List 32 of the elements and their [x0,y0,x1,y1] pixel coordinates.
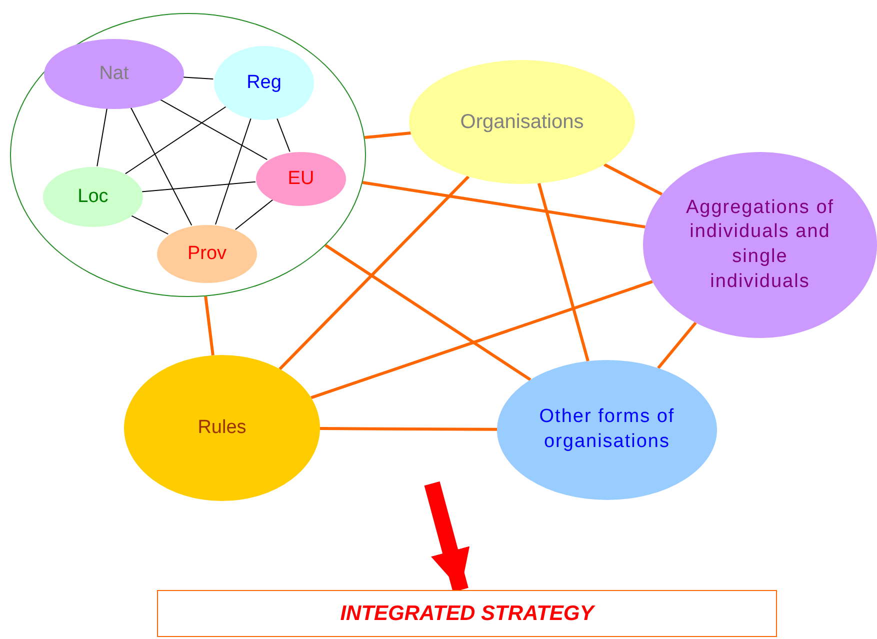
group-ellipse [10,13,366,297]
strategy-banner: INTEGRATED STRATEGY [157,590,777,637]
connector-line [130,106,192,226]
connector-line [364,132,411,140]
connector-line [362,181,646,228]
connector-line [310,280,653,400]
oval-node: Organisations [409,60,635,184]
oval-node: EU [256,152,346,206]
connector-line [182,76,214,80]
connector-line [124,106,226,174]
oval-node: Rules [124,355,320,501]
oval-node: Other forms of organisations [497,360,717,500]
oval-node: Prov [157,225,257,283]
connector-line [204,296,214,356]
block-arrow [424,481,470,592]
connector-line [604,163,663,196]
connector-line [96,107,108,167]
connector-line [537,182,590,362]
connector-line [278,176,470,370]
oval-node: Aggregations of individuals and single individuals [643,152,877,338]
connector-line [130,214,169,235]
oval-node: Nat [44,39,184,109]
connector-line [657,322,697,370]
connector-line [324,244,532,381]
connector-line [234,199,274,230]
connector-line [215,117,252,226]
connector-line [141,181,256,192]
oval-node: Loc [43,167,143,227]
connector-line [159,98,268,160]
connector-line [320,427,498,431]
oval-node: Reg [214,46,314,120]
connector-line [276,117,290,152]
